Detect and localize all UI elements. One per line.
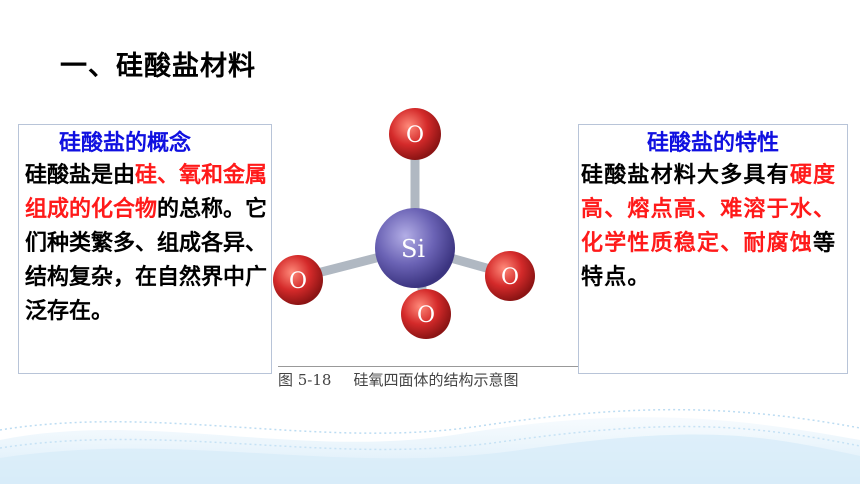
- properties-text-part-1: 硅酸盐材料大多具有: [581, 163, 790, 188]
- decorative-wave-background: [0, 408, 860, 484]
- silicate-concept-text: 硅酸盐是由硅、氧和金属组成的化合物的总称。它们种类繁多、组成各异、结构复杂，在自…: [19, 159, 271, 329]
- silicon-oxygen-tetrahedron-diagram: O O O Si O: [273, 108, 535, 339]
- svg-text:O: O: [417, 303, 435, 328]
- oxygen-atom-left: O: [273, 255, 323, 305]
- svg-text:Si: Si: [401, 235, 425, 263]
- page-title: 一、硅酸盐材料: [60, 51, 256, 82]
- svg-text:O: O: [289, 269, 307, 294]
- silicon-atom-center: Si: [375, 208, 455, 288]
- properties-text-part-2: 等特点。: [581, 231, 837, 290]
- concept-text-part-2: 的总称。它们种类繁多、组成各异、结构复杂，在自然界中广泛存在。: [25, 197, 268, 324]
- oxygen-atom-top: O: [389, 108, 441, 160]
- silicate-concept-heading: 硅酸盐的概念: [59, 131, 192, 156]
- concept-text-part-1: 硅酸盐是由: [25, 163, 136, 188]
- oxygen-atom-right: O: [485, 251, 535, 301]
- concept-text-highlight: 硅、氧和金属组成的化合物: [25, 163, 268, 222]
- figure-caption-number: 图 5-18: [278, 371, 332, 389]
- silicate-properties-box: 硅酸盐的特性 硅酸盐材料大多具有硬度高、熔点高、难溶于水、化学性质稳定、耐腐蚀等…: [578, 124, 848, 374]
- silicate-properties-text: 硅酸盐材料大多具有硬度高、熔点高、难溶于水、化学性质稳定、耐腐蚀等特点。: [579, 159, 847, 295]
- figure-caption: 图 5-18 硅氧四面体的结构示意图: [278, 366, 578, 390]
- svg-text:O: O: [501, 265, 519, 290]
- figure-caption-text: 硅氧四面体的结构示意图: [353, 371, 519, 389]
- silicate-properties-heading: 硅酸盐的特性: [646, 131, 779, 156]
- properties-text-highlight: 硬度高、熔点高、难溶于水、化学性质稳定、耐腐蚀: [581, 163, 837, 256]
- svg-text:O: O: [406, 123, 424, 148]
- silicate-concept-box: 硅酸盐的概念 硅酸盐是由硅、氧和金属组成的化合物的总称。它们种类繁多、组成各异、…: [18, 124, 272, 374]
- oxygen-atom-bottom: O: [401, 289, 451, 339]
